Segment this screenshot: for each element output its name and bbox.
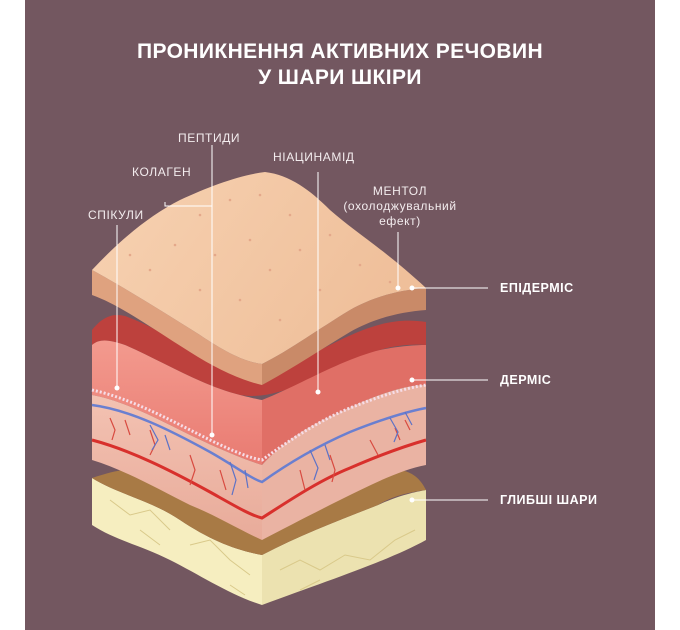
epidermis-dot	[409, 285, 415, 291]
dermis-pink-band	[92, 340, 262, 465]
epidermis-top-face	[92, 172, 426, 364]
dermis-pink-band-right	[262, 345, 426, 465]
ingredient-leader-lines	[116, 145, 399, 435]
collagen-dot	[209, 432, 215, 438]
deeper-layers-cracks	[109, 499, 416, 596]
epidermis-front-face	[92, 270, 262, 385]
menthol-dot	[395, 285, 401, 291]
label-collagen: КОЛАГЕН	[132, 165, 192, 179]
ingredient-leader-dots	[114, 285, 401, 438]
label-niacinamide: НІАЦИНАМІД	[273, 150, 355, 164]
layer-leader-lines	[412, 287, 488, 501]
label-menthol-line-1: МЕНТОЛ	[372, 184, 428, 198]
dermis-lower-right	[262, 385, 426, 540]
deeper-layers-right-face	[262, 490, 426, 605]
pore-dots	[128, 193, 392, 322]
epidermis-block	[92, 172, 426, 385]
dermis-block	[91, 314, 427, 540]
label-menthol: МЕНТОЛ (охолоджувальний ефект)	[335, 184, 465, 229]
dermis-lower-front	[92, 395, 262, 540]
red-vessel	[91, 438, 427, 520]
label-dermis: ДЕРМІС	[500, 373, 552, 387]
dermis-fiber-line	[91, 383, 427, 462]
page-title-line-2: У ШАРИ ШКІРИ	[258, 66, 422, 89]
deeper-layers-front-face	[92, 478, 262, 605]
niacinamide-dot	[315, 389, 321, 395]
label-menthol-line-2: (охолоджувальний	[343, 199, 457, 213]
dermis-dot	[409, 377, 415, 383]
spicules-dot	[114, 385, 120, 391]
page-title-line-1: ПРОНИКНЕННЯ АКТИВНИХ РЕЧОВИН	[136, 40, 544, 63]
collagen-leader	[164, 202, 213, 435]
epidermis-right-face	[262, 288, 426, 385]
label-peptides: ПЕПТИДИ	[178, 131, 241, 145]
label-spicules: СПІКУЛИ	[88, 208, 144, 222]
label-deeper-layers: ГЛИБШІ ШАРИ	[500, 493, 598, 507]
label-menthol-line-3: ефект)	[379, 214, 421, 228]
deeper-dot	[409, 497, 415, 503]
label-epidermis: ЕПІДЕРМІС	[500, 281, 574, 295]
blue-vessel	[91, 403, 427, 484]
layer-leader-dots	[409, 285, 415, 503]
capillaries-blue	[149, 411, 413, 496]
